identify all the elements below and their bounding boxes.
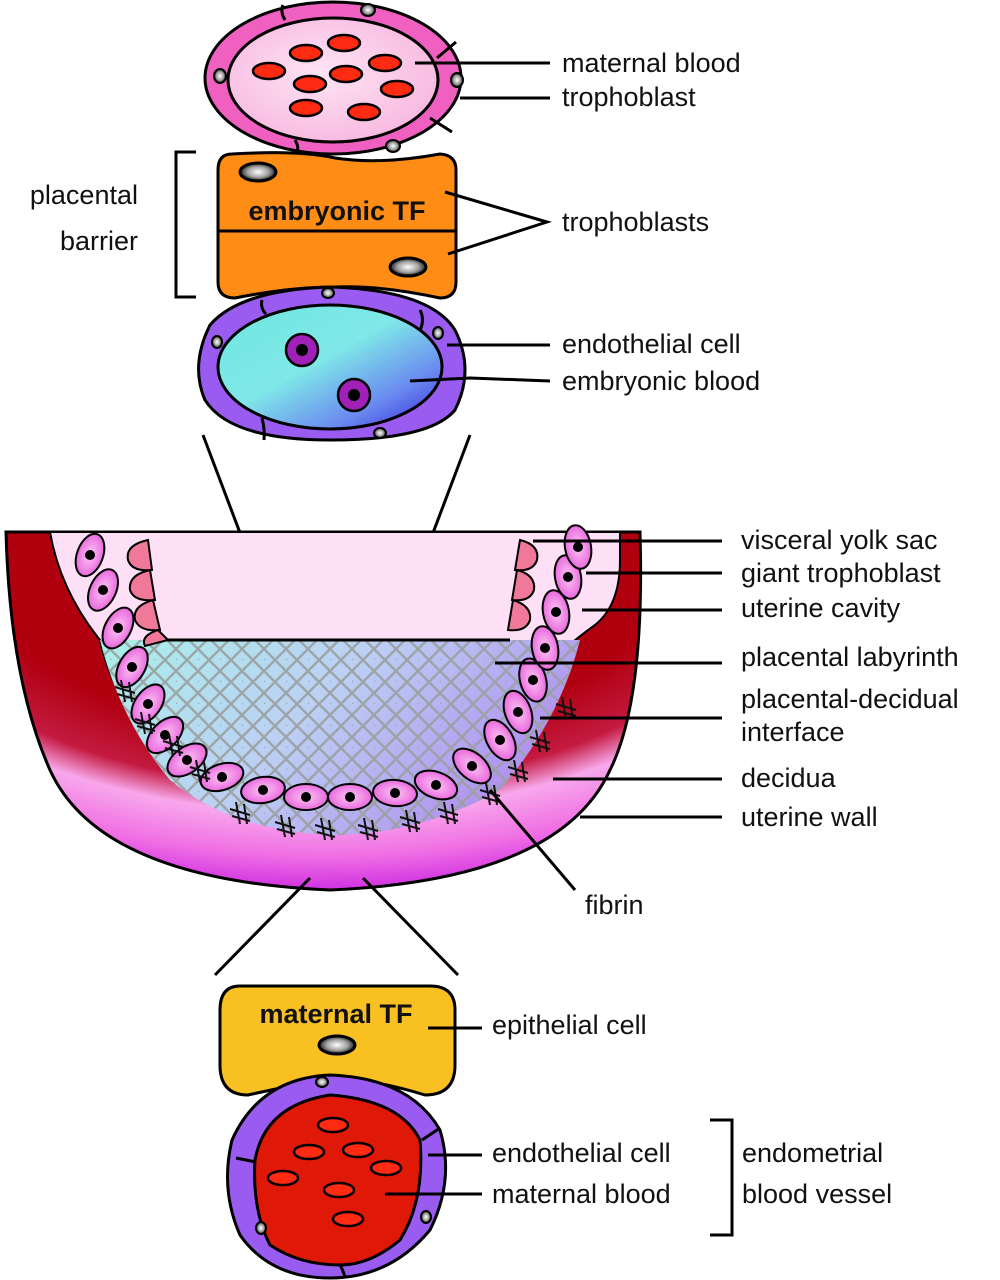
trophoblast-nucleus xyxy=(345,792,355,802)
label-embryonic-blood: embryonic blood xyxy=(562,366,760,396)
trophoblast-nucleus xyxy=(160,730,170,740)
label-trophoblasts: trophoblasts xyxy=(562,207,709,237)
fibrin-mark xyxy=(399,809,421,833)
label-uterine-wall: uterine wall xyxy=(741,802,878,832)
fibrin-mark xyxy=(555,696,577,720)
label-placental-labyrinth: placental labyrinth xyxy=(741,642,959,672)
trophoblast-nucleus xyxy=(563,572,573,582)
fibrin-mark xyxy=(479,782,501,806)
label-visceral-yolk-sac: visceral yolk sac xyxy=(741,525,938,555)
embryonic-tf-layer: embryonic TF xyxy=(216,151,458,300)
zoom-line-bottom-right xyxy=(361,876,460,977)
trophoblast-nucleus xyxy=(258,785,268,795)
trophoblast-nucleus xyxy=(217,772,227,782)
leader-embryonic-blood xyxy=(409,376,551,383)
label-endothelial-cell-top: endothelial cell xyxy=(562,329,741,359)
zoom-line-bottom-left xyxy=(213,876,312,977)
trophoblast-nucleus xyxy=(467,761,477,771)
fibrin-mark xyxy=(357,817,379,841)
trophoblast-nucleus xyxy=(551,607,561,617)
trophoblast-nucleus xyxy=(98,585,108,595)
endometrial-bracket xyxy=(710,1118,734,1237)
fibrin-mark xyxy=(114,679,136,703)
label-maternal-blood-bottom: maternal blood xyxy=(492,1179,671,1209)
endometrial-vessel xyxy=(226,1073,448,1280)
trophoblast-nucleus xyxy=(127,662,137,672)
label-placental: placental xyxy=(30,180,138,210)
label-barrier: barrier xyxy=(60,226,138,256)
fibrin-mark xyxy=(314,817,336,841)
red-blood-cells xyxy=(251,33,415,122)
label-maternal-blood-top: maternal blood xyxy=(562,48,741,78)
placental-barrier-bracket xyxy=(174,150,196,299)
visceral-yolk-sac xyxy=(126,538,539,648)
label-epithelial-cell: epithelial cell xyxy=(492,1010,647,1040)
trophoblast-nucleus xyxy=(431,780,441,790)
giant-trophoblast-cells xyxy=(74,524,593,811)
trophoblast-nucleus xyxy=(301,792,311,802)
label-giant-trophoblast: giant trophoblast xyxy=(741,558,941,588)
label-uterine-cavity: uterine cavity xyxy=(741,593,901,623)
fibrin-mark xyxy=(189,759,211,783)
label-blood-vessel: blood vessel xyxy=(742,1179,892,1209)
label-fibrin: fibrin xyxy=(585,890,644,920)
uterus-section xyxy=(4,524,643,892)
fibrin-mark xyxy=(162,733,184,757)
label-trophoblast: trophoblast xyxy=(562,82,696,112)
trophoblast-nucleus xyxy=(573,542,583,552)
fibrin-marks xyxy=(114,679,577,841)
maternal-tf-title: maternal TF xyxy=(259,999,412,1029)
trophoblast-nucleus xyxy=(113,623,123,633)
trophoblast-nucleus xyxy=(513,707,523,717)
fibrin-mark xyxy=(229,801,251,825)
maternal-tf-layer: maternal TF xyxy=(218,984,457,1097)
label-endothelial-cell-bottom: endothelial cell xyxy=(492,1138,671,1168)
maternal-red-blood-cells xyxy=(266,1116,403,1228)
trophoblast-nucleus xyxy=(528,675,538,685)
fibrin-mark xyxy=(529,729,551,753)
label-endometrial: endometrial xyxy=(742,1138,883,1168)
leader-fibrin xyxy=(488,789,577,891)
leader-trophoblasts xyxy=(444,190,553,256)
label-decidua: decidua xyxy=(741,763,837,793)
trophoblast-nucleus xyxy=(390,788,400,798)
label-interface: interface xyxy=(741,717,845,747)
trophoblast-nucleus xyxy=(182,755,192,765)
label-placental-decidual: placental-decidual xyxy=(741,684,959,714)
trophoblast-nucleus xyxy=(540,643,550,653)
fibrin-mark xyxy=(507,759,529,783)
maternal-vessel-top xyxy=(203,0,464,156)
trophoblast-nucleus xyxy=(495,735,505,745)
fibrin-mark xyxy=(134,711,156,735)
embryonic-blood-cells xyxy=(284,332,372,413)
trophoblast-nucleus xyxy=(85,550,95,560)
embryonic-vessel xyxy=(197,285,467,442)
trophoblast-nucleus xyxy=(143,699,153,709)
fibrin-mark xyxy=(274,814,296,838)
embryonic-tf-title: embryonic TF xyxy=(248,196,425,226)
fibrin-mark xyxy=(437,801,459,825)
